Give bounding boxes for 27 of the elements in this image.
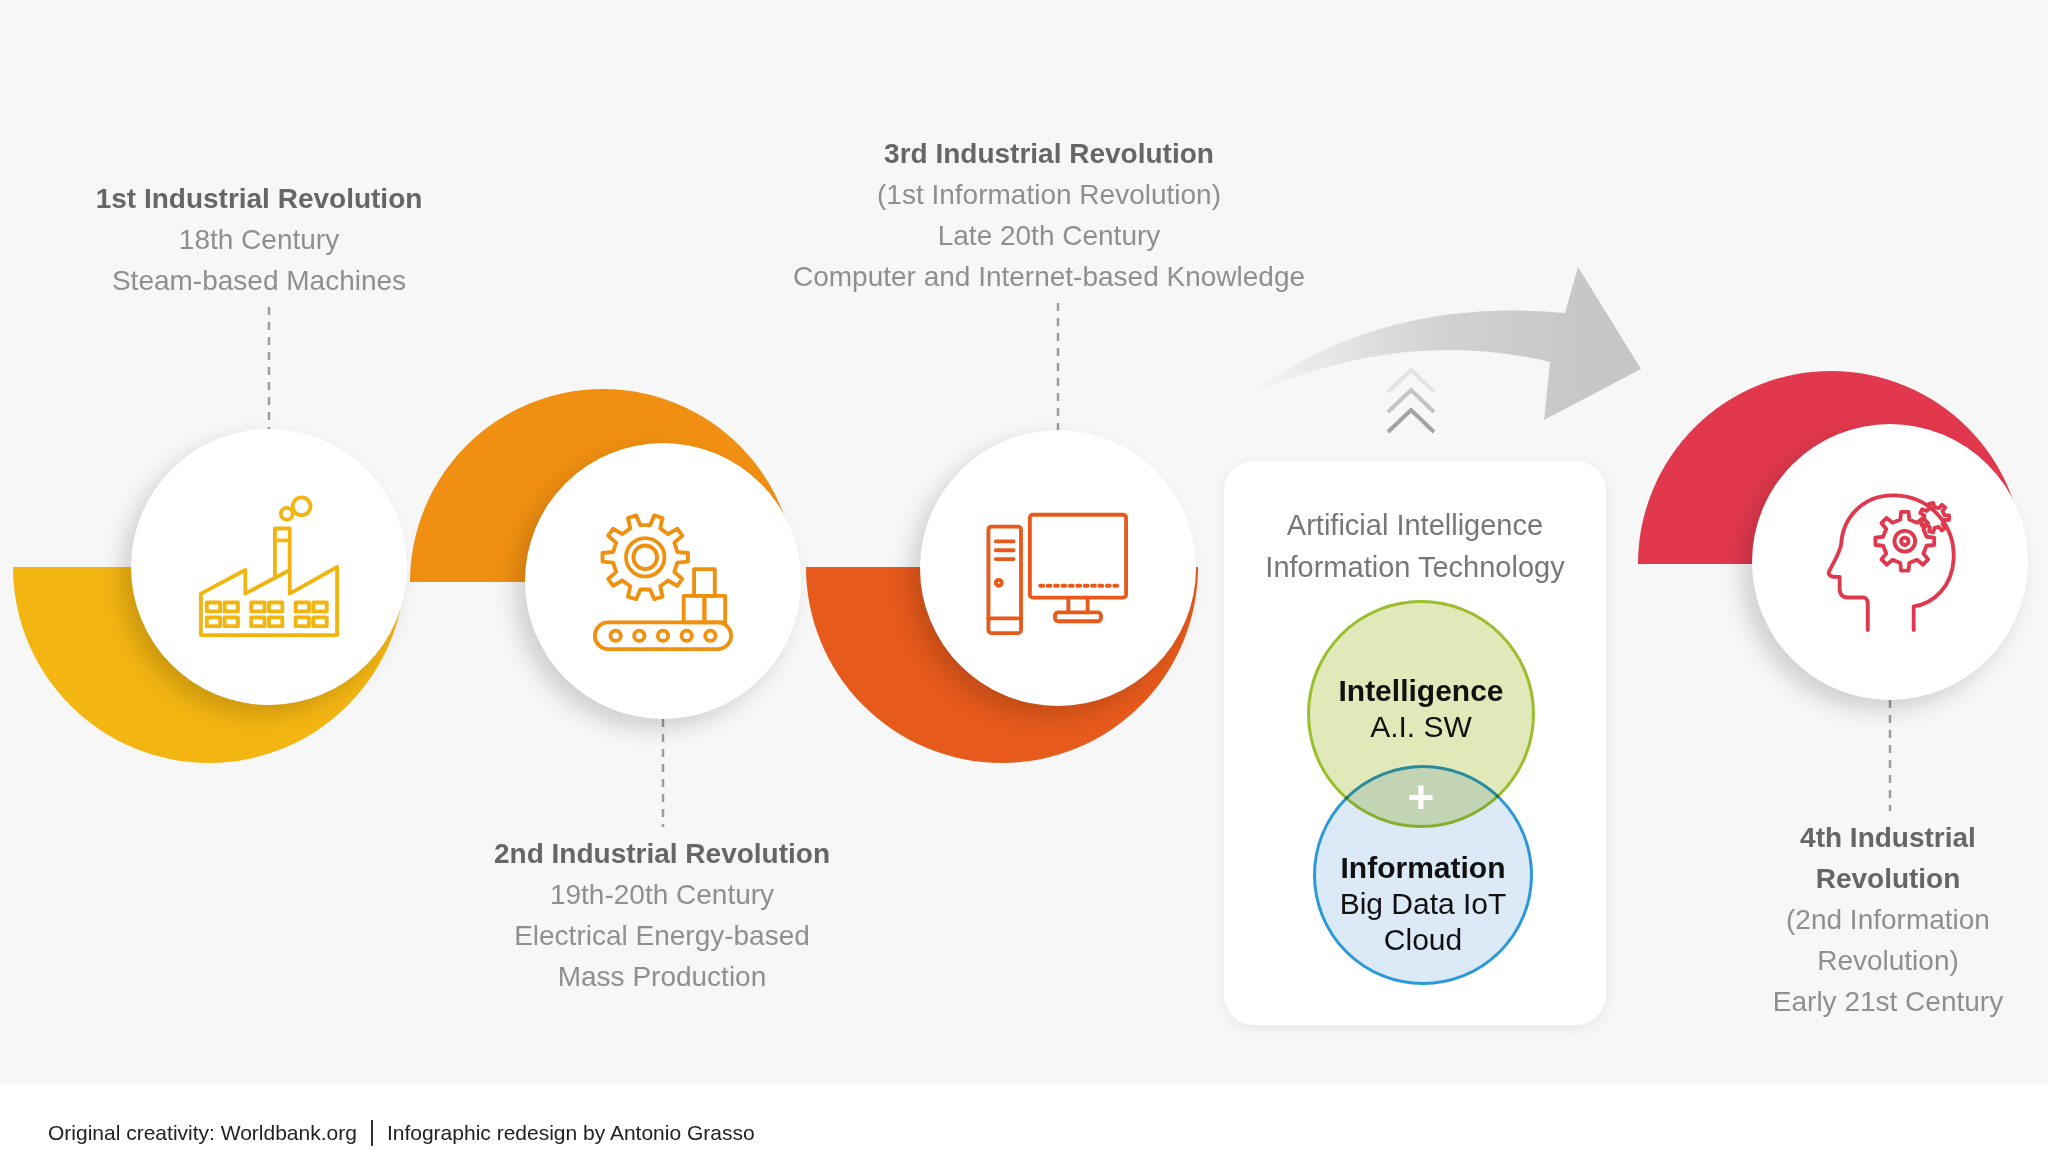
revolution-detail: Electrical Energy-based Mass Production xyxy=(513,919,811,994)
venn-title: Information xyxy=(1340,850,1506,886)
leader-line xyxy=(267,307,271,429)
revolution-heading: 4th Industrial Revolution xyxy=(1799,821,1977,896)
venn-detail: A.I. SW xyxy=(1370,709,1472,745)
leader-line xyxy=(661,719,665,827)
revolution-detail: Steam-based Machines xyxy=(111,264,407,298)
info-card xyxy=(1224,461,1606,1025)
credit-text: Infographic redesign by Antonio Grasso xyxy=(386,1120,755,1145)
revolution-detail: Early 21st Century xyxy=(1772,985,2004,1019)
card-heading: Information Technology xyxy=(1265,550,1565,585)
revolution-detail: Late 20th Century xyxy=(937,219,1161,253)
revolution-heading: 1st Industrial Revolution xyxy=(95,182,423,216)
revolution-detail: 18th Century xyxy=(178,223,340,257)
leader-line xyxy=(1888,700,1892,811)
revolution-detail: 19th-20th Century xyxy=(549,878,775,912)
credit-text: Original creativity: Worldbank.org xyxy=(48,1120,357,1145)
revolution-heading: 3rd Industrial Revolution xyxy=(884,137,1214,171)
venn-title: Intelligence xyxy=(1338,673,1504,709)
revolution-detail: (1st Information Revolution) xyxy=(877,178,1221,212)
revolution-detail: Computer and Internet-based Knowledge xyxy=(792,260,1306,294)
card-heading: Artificial Intelligence xyxy=(1286,508,1544,543)
venn-detail: Big Data IoT Cloud xyxy=(1338,886,1508,958)
plus-label: + xyxy=(1407,774,1435,820)
revolution-detail: (2nd Information Revolution) xyxy=(1785,903,1991,978)
leader-line xyxy=(1056,303,1060,430)
revolution-heading: 2nd Industrial Revolution xyxy=(494,837,830,871)
